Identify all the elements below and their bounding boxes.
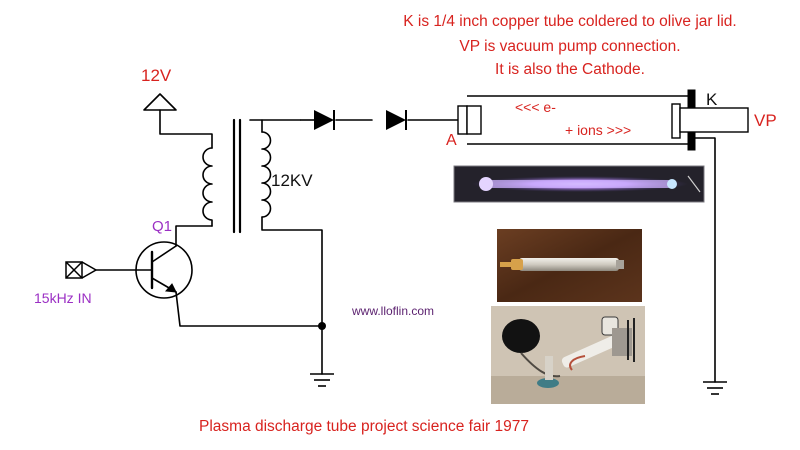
transistor-collector-lead: [151, 245, 177, 263]
ground-symbol-left: [310, 373, 334, 387]
plasma-glow-photo: [453, 165, 705, 203]
emitter-wire: [175, 291, 323, 327]
website-label[interactable]: www.lloflin.com: [352, 304, 435, 318]
diagram-caption: Plasma discharge tube project science fa…: [199, 418, 529, 435]
ground-symbol-right: [703, 381, 727, 395]
primary-winding: [202, 147, 213, 227]
apparatus-photo: [491, 306, 645, 404]
input-connector: [65, 261, 98, 279]
input-label: 15kHz IN: [34, 290, 92, 306]
tube-photo: [497, 229, 642, 302]
anode-label: A: [446, 132, 457, 149]
diode-2: [386, 110, 407, 130]
junction-dot: [318, 322, 326, 330]
high-voltage-label: 12KV: [271, 171, 313, 190]
secondary-return-wire: [261, 216, 323, 327]
note-line-2: VP is vacuum pump connection.: [459, 38, 681, 55]
electron-flow-label: <<< e-: [515, 99, 556, 115]
diode-1: [300, 110, 335, 130]
supply-wire: [159, 109, 213, 149]
secondary-winding: [261, 131, 272, 218]
secondary-top-wire: [249, 119, 263, 133]
cathode-label: K: [706, 90, 718, 109]
collector-wire: [175, 225, 213, 247]
cathode-disc: [671, 103, 681, 139]
supply-voltage-label: 12V: [141, 66, 172, 85]
emitter-arrow: [164, 283, 177, 293]
discharge-tube: [457, 89, 749, 151]
note-line-3: It is also the Cathode.: [495, 61, 645, 78]
note-line-1: K is 1/4 inch copper tube coldered to ol…: [403, 13, 737, 30]
anode-cap: [457, 105, 468, 135]
vacuum-port-label: VP: [754, 111, 777, 130]
vacuum-port-tube: [679, 107, 749, 133]
transistor-label: Q1: [152, 218, 173, 235]
supply-terminal-symbol: [143, 93, 177, 111]
ion-flow-label: + ions >>>: [565, 122, 632, 138]
anode-electrode: [466, 105, 482, 135]
